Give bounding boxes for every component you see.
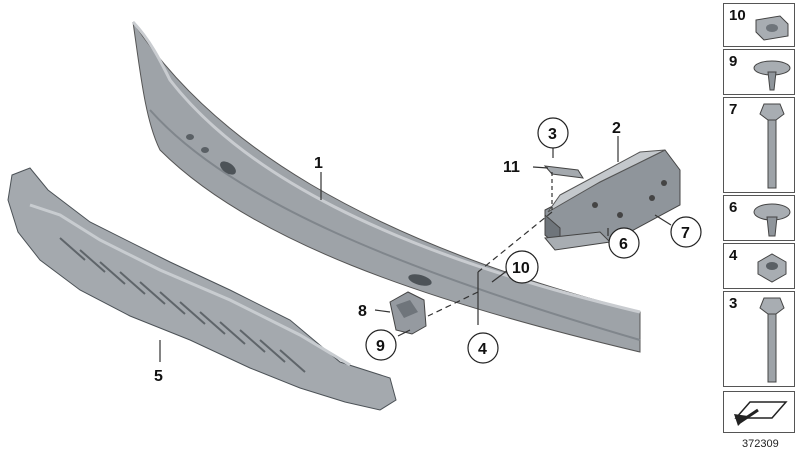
side-item-number: 7 (729, 101, 738, 118)
hex-nut-icon (757, 253, 787, 283)
callout-10: 10 (512, 260, 530, 277)
expanding-rivet-icon (753, 203, 791, 237)
diagram-id: 372309 (742, 438, 779, 450)
callout-3: 3 (548, 126, 557, 143)
side-item-3[interactable]: 3 (723, 291, 795, 387)
small-bracket[interactable] (543, 165, 584, 179)
callout-2: 2 (612, 120, 621, 137)
callout-4: 4 (478, 341, 487, 358)
side-item-10[interactable]: 10 (723, 3, 795, 47)
expanding-rivet-icon (753, 60, 791, 91)
side-item-9[interactable]: 9 (723, 49, 795, 95)
callout-6: 6 (619, 236, 628, 253)
side-item-number: 4 (729, 247, 738, 264)
side-item-number: 10 (729, 7, 746, 24)
side-item-4[interactable]: 4 (723, 243, 795, 289)
side-item-number: 3 (729, 295, 738, 312)
side-item-6[interactable]: 6 (723, 195, 795, 241)
hex-bolt-icon (759, 297, 785, 383)
side-item-number: 6 (729, 199, 738, 216)
crash-box-bracket[interactable] (544, 149, 681, 251)
bumper-carrier-beam[interactable] (131, 20, 641, 353)
callout-1: 1 (314, 155, 323, 172)
impact-absorber[interactable] (7, 167, 397, 411)
clip-nut-icon (755, 15, 789, 41)
side-item-number: 9 (729, 53, 738, 70)
leader-lines (159, 136, 672, 362)
callout-8: 8 (358, 303, 367, 320)
side-item-7[interactable]: 7 (723, 97, 795, 193)
callout-9: 9 (376, 338, 385, 355)
callout-7: 7 (681, 225, 690, 242)
callout-11: 11 (503, 159, 520, 176)
small-clip-bracket[interactable] (389, 291, 427, 335)
direction-arrow-icon (734, 401, 788, 426)
long-screw-icon (759, 103, 785, 189)
front-direction-box (723, 391, 795, 433)
callout-5: 5 (154, 368, 163, 385)
